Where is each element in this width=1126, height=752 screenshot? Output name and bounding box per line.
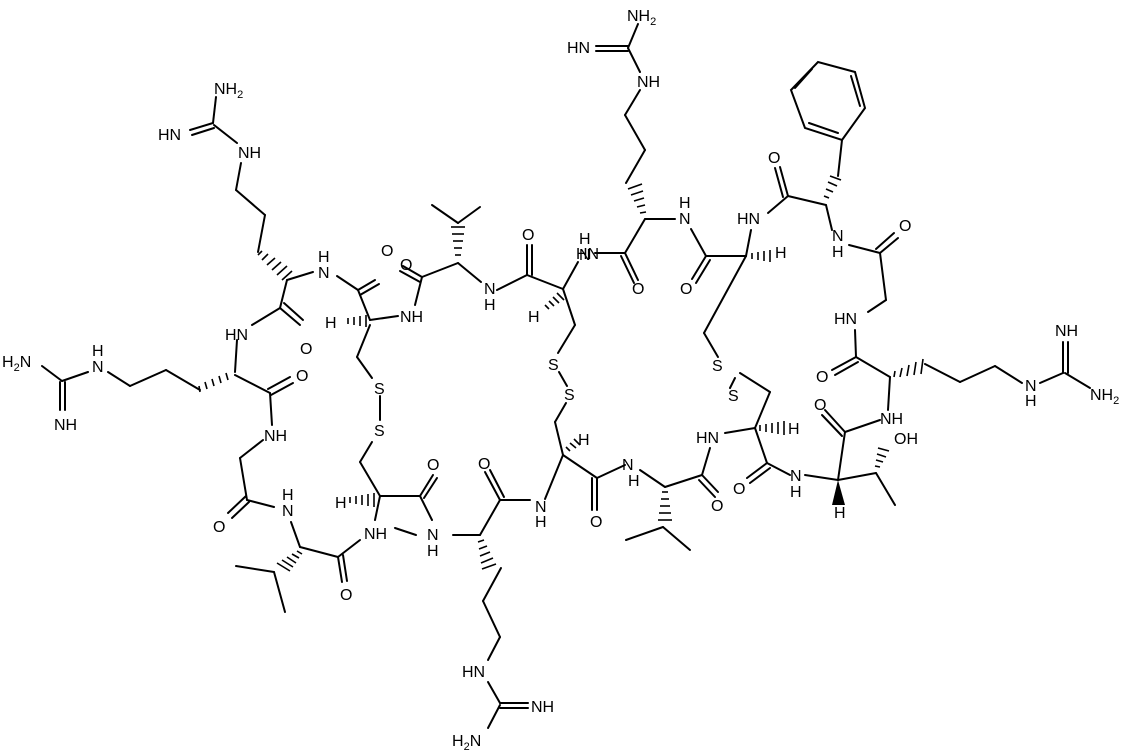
alpha-h-label: H <box>335 495 347 512</box>
amide-nh-label: HN <box>834 311 857 328</box>
carbonyl-o-label: O <box>400 257 412 274</box>
carbonyl-o-label: O <box>300 341 312 358</box>
stereo-hash <box>874 447 890 468</box>
alpha-h-label: H <box>788 421 800 438</box>
amide-nh-label: HN <box>737 211 760 228</box>
amide-nh-label: HN <box>696 430 719 447</box>
amide-nh-label: H <box>282 487 294 504</box>
bond-layer <box>41 23 1091 729</box>
stereo-hash <box>276 550 303 572</box>
alpha-h-label: H <box>325 315 337 332</box>
sulfur-label: S <box>548 357 559 374</box>
amine-label: NH2 <box>214 81 243 101</box>
amine-label: N <box>92 359 104 376</box>
alpha-h-label: H <box>578 432 590 449</box>
amine-label: H <box>1025 393 1037 410</box>
amide-nh-label: N <box>790 468 802 485</box>
stereo-hash <box>349 493 375 507</box>
amine-label: HN <box>462 664 485 681</box>
imine-label: HN <box>158 127 181 144</box>
amide-nh-label: N <box>484 281 496 298</box>
amine-label: NH2 <box>1090 387 1119 407</box>
stereo-hash <box>751 250 771 262</box>
amide-nh-label: N <box>535 499 547 516</box>
carbonyl-o-label: O <box>680 281 692 298</box>
amine-label: NH2 <box>627 8 656 28</box>
carbonyl-o-label: O <box>590 514 602 531</box>
carbonyl-o-label: O <box>213 519 225 536</box>
stereo-hash <box>257 250 293 281</box>
carbonyl-o-label: O <box>478 456 490 473</box>
amide-nh-label: N <box>832 228 844 245</box>
carbonyl-o-label: O <box>899 218 911 235</box>
amide-nh-label: HN <box>576 246 599 263</box>
carbonyl-o-label: O <box>381 243 393 260</box>
sulfur-label: S <box>374 423 385 440</box>
amide-nh-label: N <box>579 247 591 264</box>
imine-label: HN <box>567 40 590 57</box>
amine-label: H <box>92 343 104 360</box>
sulfur-label: S <box>374 381 385 398</box>
amide-nh-label: H <box>679 195 691 212</box>
amide-nh-label: H <box>628 473 640 490</box>
amide-nh-label: N <box>679 211 691 228</box>
amide-nh-label: H <box>790 484 802 501</box>
amide-nh-label: N <box>622 457 634 474</box>
carbonyl-o-label: O <box>711 498 723 515</box>
amide-nh-label: N <box>282 503 294 520</box>
imine-label: NH <box>54 417 77 434</box>
amide-nh-label: H <box>579 231 591 248</box>
alpha-h-label: H <box>834 505 846 522</box>
stereo-hash <box>893 358 924 378</box>
amide-nh-label: H <box>832 244 844 261</box>
stereo-hash <box>544 292 565 310</box>
stereo-hash <box>565 438 581 452</box>
atom-label-layer: NH2 HN NH H N O HN O H2N H N NH NH H N O… <box>2 8 1119 752</box>
amide-nh-label: NH <box>880 411 903 428</box>
carbonyl-o-label: O <box>733 481 745 498</box>
stereo-hash <box>658 491 672 521</box>
carbonyl-o-label: O <box>522 227 534 244</box>
amide-nh-label: HN <box>225 327 248 344</box>
stereo-hash <box>451 226 465 256</box>
carbonyl-o-label: O <box>814 397 826 414</box>
alpha-h-label: H <box>775 245 787 262</box>
stereo-hash <box>477 539 497 570</box>
carbonyl-o-label: O <box>816 369 828 386</box>
carbonyl-o-label: O <box>768 150 780 167</box>
amide-nh-label: NH <box>364 526 387 543</box>
sulfur-label: S <box>728 388 739 405</box>
amine-label: H2N <box>452 733 481 752</box>
carbonyl-o-label: O <box>296 368 308 385</box>
amide-nh-label: H <box>484 297 496 314</box>
carbonyl-o-label: O <box>427 457 439 474</box>
amine-label: NH <box>637 74 660 91</box>
imine-label: NH <box>531 699 554 716</box>
amine-label: H2N <box>2 354 31 374</box>
amine-label: N <box>1025 378 1037 395</box>
amide-nh-label: NH <box>400 309 423 326</box>
sulfur-label: S <box>564 387 575 404</box>
amide-nh-label: H <box>535 514 547 531</box>
alpha-h-label: H <box>528 309 540 326</box>
stereo-hash <box>627 183 647 214</box>
hydroxyl-label: OH <box>894 431 918 448</box>
stereo-hash <box>759 421 785 435</box>
carbonyl-o-label: O <box>340 587 352 604</box>
amide-nh-label: N <box>427 527 439 544</box>
sulfur-label: S <box>712 358 723 375</box>
amide-nh-label: N <box>318 265 330 282</box>
stereo-hash <box>347 315 367 327</box>
amide-nh-label: NH <box>264 428 287 445</box>
imine-label: NH <box>1055 323 1078 340</box>
amide-nh-label: H <box>318 249 330 266</box>
stereo-hash <box>823 175 842 199</box>
amide-nh-label: H <box>427 543 439 560</box>
carbonyl-o-label: O <box>632 281 644 298</box>
amine-label: NH <box>238 145 261 162</box>
stereo-hash <box>198 372 229 393</box>
